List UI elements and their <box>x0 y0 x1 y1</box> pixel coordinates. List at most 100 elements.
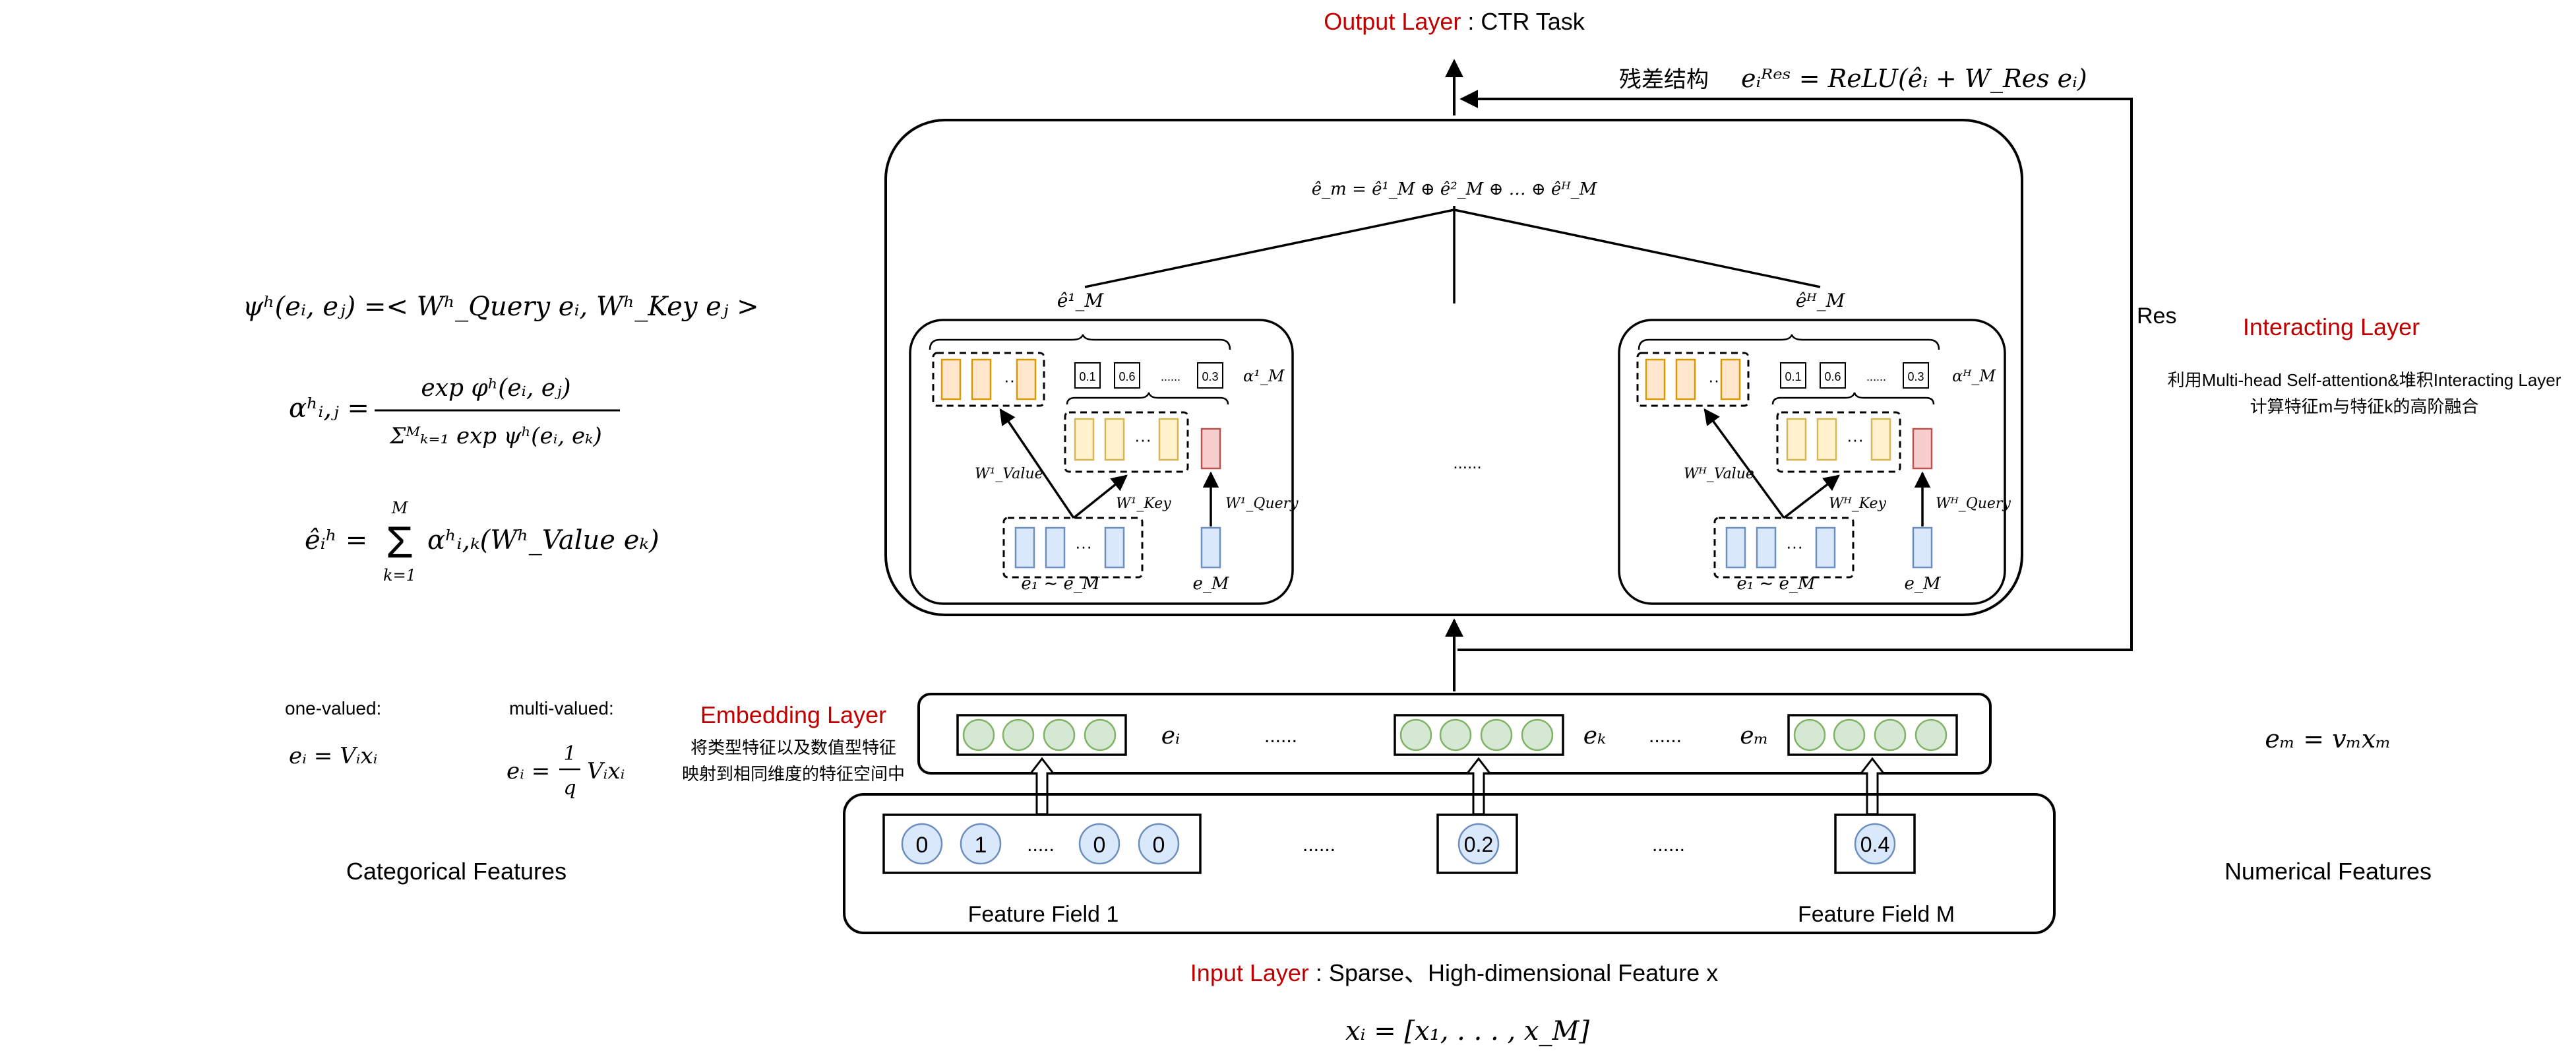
hollow-arrow <box>1858 757 1886 815</box>
weight-value: 0.1 <box>1785 370 1801 383</box>
embedding-vector-i <box>956 714 1127 756</box>
input-layer-title: Input Layer : Sparse、High-dimensional Fe… <box>1190 959 1718 986</box>
numerical-field-m: 0.4 <box>1834 813 1916 874</box>
key-projection-arrow <box>1783 474 1840 519</box>
interacting-layer-title: Interacting Layer <box>2243 313 2420 340</box>
w-query-label: Wᴴ_Query <box>1936 495 2011 512</box>
multi-valued-label: multi-valued: <box>509 698 614 718</box>
embedding-unit <box>1833 718 1866 751</box>
multi-valued-numerator: 1 <box>563 742 576 765</box>
embedding-unit <box>1439 718 1472 751</box>
one-hot-value: 1 <box>975 833 987 858</box>
one-valued-formula: eᵢ = Vᵢxᵢ <box>289 743 377 769</box>
numerical-unit <box>1854 823 1896 865</box>
ehat-formula-rhs: αʰᵢ,ₖ(Wʰ_Value eₖ) <box>427 525 659 556</box>
concat-line-right <box>1454 208 1821 288</box>
value-group <box>1636 352 1750 407</box>
concat-line-left <box>1084 208 1455 288</box>
embedding-dots: ··· <box>1075 536 1092 556</box>
head-title: êᴴ_M <box>1796 290 1846 311</box>
numerical-value: 0.2 <box>1464 833 1493 856</box>
numerical-unit <box>1457 823 1500 865</box>
one-hot-value: 0 <box>1093 833 1106 858</box>
ehat-formula-lhs: êᵢʰ = <box>305 525 367 556</box>
embedding-vector-k <box>1394 714 1564 756</box>
categorical-features-label: Categorical Features <box>346 858 567 885</box>
weight-value: 0.1 <box>1079 370 1095 383</box>
input-formula: xᵢ = [x₁, . . . , x_M] <box>1345 1016 1589 1046</box>
embedding-vector <box>1104 526 1125 569</box>
residual-label: 残差结构 <box>1619 67 1709 92</box>
value-vector <box>971 358 992 400</box>
embedding-cell-box <box>1787 714 1958 756</box>
query-embedding-vector <box>1912 526 1933 569</box>
key-vector <box>1786 418 1807 461</box>
weight-brace <box>1771 392 1935 405</box>
hollow-arrow <box>1465 757 1492 815</box>
embedding-m-label: e_M <box>1192 574 1229 594</box>
query-embedding-vector <box>1200 526 1221 569</box>
embedding-m-label: e_M <box>1904 574 1941 594</box>
alpha-label: α¹_M <box>1243 367 1285 385</box>
ehat-sum-symbol: Σ <box>386 517 414 567</box>
embedding-layer-title: Embedding Layer <box>700 701 886 728</box>
key-dots: ··· <box>1847 430 1864 449</box>
value-vector <box>1675 358 1696 400</box>
embedding-e-i: eᵢ <box>1161 722 1181 749</box>
embedding-unit <box>1480 718 1513 751</box>
middle-heads-dots: ...... <box>1453 453 1481 472</box>
input-to-embedding-arrows <box>1028 757 1886 815</box>
one-hot-unit <box>960 823 1002 865</box>
feature-field-box <box>882 813 1202 874</box>
embedding-cell-box <box>956 714 1127 756</box>
embedding-dots: ··· <box>1786 536 1803 556</box>
alpha-formula-denominator: Σᴹₖ₌₁ exp ψʰ(eᵢ, eₖ) <box>388 423 602 449</box>
embedding-unit <box>1793 718 1826 751</box>
residual-formula: eᵢᴿᵉˢ = ReLU(êᵢ + W_Res eᵢ) <box>1741 64 2087 94</box>
key-projection-arrow <box>1072 474 1128 519</box>
head-brace <box>929 334 1231 350</box>
interacting-layer-desc-2: 计算特征m与特征k的高阶融合 <box>2250 397 2479 416</box>
embedding-vector <box>1725 526 1746 569</box>
multi-valued-lhs: eᵢ = <box>506 758 550 784</box>
embedding-vector <box>1045 526 1066 569</box>
embedding-unit <box>1084 718 1117 751</box>
embedding-group <box>1002 517 1144 579</box>
head-brace <box>1638 334 1940 350</box>
one-hot-dots: ..... <box>1027 834 1055 856</box>
ehat-sum-upper: M <box>391 499 409 517</box>
embedding-unit <box>1874 718 1907 751</box>
psi-formula: ψʰ(eᵢ, eⱼ) =< Wʰ_Query eᵢ, Wʰ_Key eⱼ > <box>243 292 759 322</box>
value-projection-arrow <box>999 408 1075 519</box>
embedding-unit <box>962 718 995 751</box>
w-query-label: W¹_Query <box>1225 495 1299 512</box>
embedding-cell-box <box>1394 714 1564 756</box>
embedding-unit <box>1915 718 1947 751</box>
attention-head-h: êᴴ_M ··· 0.1 0.6 ...... 0.3 αᴴ_M ··· ··· <box>1618 290 2011 605</box>
w-key-label: Wᴴ_Key <box>1829 495 1887 512</box>
hollow-arrow <box>1028 757 1056 815</box>
key-vector <box>1816 418 1837 461</box>
embedding-layer-desc-1: 将类型特征以及数值型特征 <box>690 738 896 757</box>
attention-weights: 0.1 0.6 ...... 0.3 <box>1074 362 1223 389</box>
residual-connection <box>1457 90 2133 651</box>
value-vector <box>1645 358 1666 400</box>
value-vector <box>940 358 962 400</box>
embedding-vector-m <box>1787 714 1958 756</box>
embedding-range-label: e₁ ∼ e_M <box>1021 574 1101 594</box>
multi-valued-rhs: Vᵢxᵢ <box>587 758 625 784</box>
numerical-features-label: Numerical Features <box>2224 858 2432 885</box>
key-dots: ··· <box>1134 430 1151 449</box>
key-vector <box>1158 418 1179 461</box>
key-group <box>1776 411 1901 473</box>
value-group <box>932 352 1045 407</box>
numerical-embedding-formula: eₘ = vₘxₘ <box>2265 724 2391 753</box>
embedding-unit <box>1043 718 1076 751</box>
one-hot-unit <box>1138 823 1180 865</box>
numerical-field-k: 0.2 <box>1436 813 1518 874</box>
value-projection-arrow <box>1703 408 1785 519</box>
weight-dots: ...... <box>1161 370 1181 383</box>
head-title: ê¹_M <box>1057 290 1105 311</box>
embedding-range-label: e₁ ∼ e_M <box>1736 574 1816 594</box>
